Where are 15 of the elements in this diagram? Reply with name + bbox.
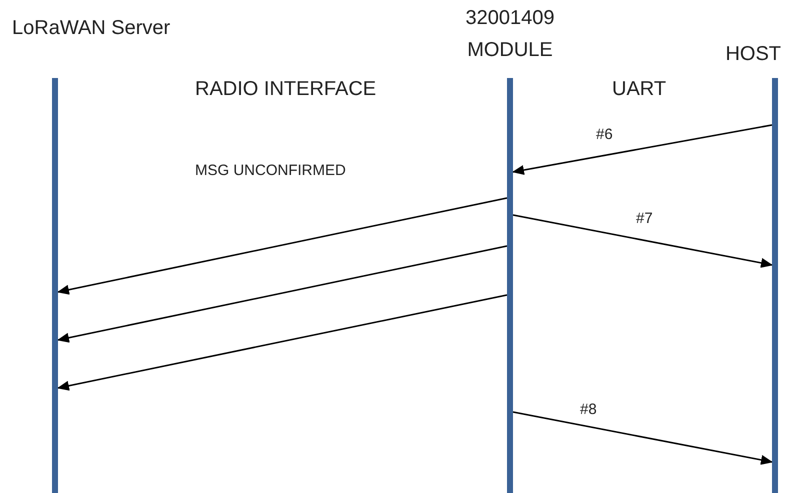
message-arrow xyxy=(57,294,508,391)
section-heading: UART xyxy=(612,78,666,101)
message-arrow xyxy=(512,411,773,465)
edge-label: #6 xyxy=(596,126,613,143)
message-arrow xyxy=(57,197,508,295)
message-arrow xyxy=(512,124,772,175)
edge-label: #7 xyxy=(636,210,653,227)
lifeline-title: 32001409 MODULE xyxy=(464,6,556,63)
message-arrow xyxy=(57,245,508,343)
edge-label: #8 xyxy=(580,401,597,418)
message-label: MSG UNCONFIRMED xyxy=(195,162,346,179)
section-heading: RADIO INTERFACE xyxy=(195,78,376,101)
message-arrow xyxy=(512,214,773,268)
lifeline-title: LoRaWAN Server xyxy=(12,16,170,41)
lifeline-title: HOST xyxy=(724,42,781,67)
